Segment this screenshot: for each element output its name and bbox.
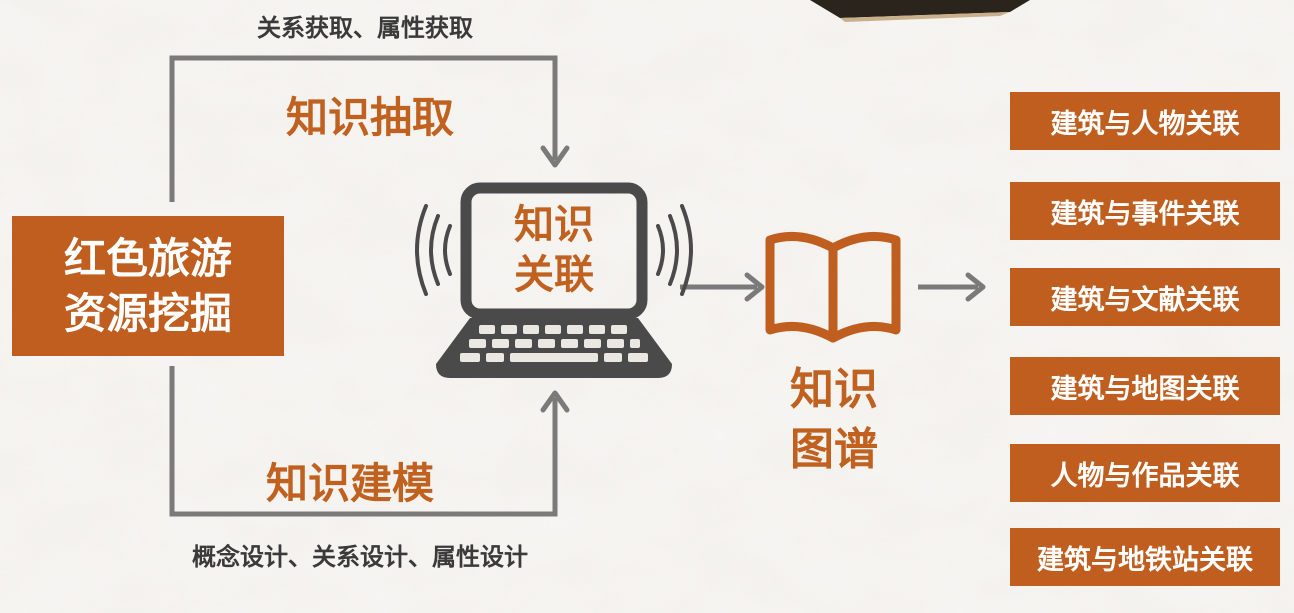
extraction-note: 关系获取、属性获取: [257, 14, 473, 42]
knowledge-graph-label: 知识 图谱: [772, 360, 896, 480]
book-edge-decoration: [810, 0, 1030, 18]
association-item: 建筑与地图关联: [1010, 357, 1280, 415]
kg-line-2: 图谱: [790, 424, 878, 475]
knowledge-extraction-label: 知识抽取: [286, 93, 455, 142]
laptop-icon: [436, 182, 672, 378]
extraction-connector: [169, 55, 558, 202]
modeling-connector: [169, 366, 558, 517]
kg-line-1: 知识: [790, 364, 878, 415]
modeling-note: 概念设计、关系设计、属性设计: [192, 543, 528, 571]
arrow-icon: [540, 145, 570, 168]
arrow-icon: [744, 272, 765, 302]
knowledge-linking-label: 知识 关联: [486, 200, 622, 300]
source-line-2: 资源挖掘: [63, 289, 232, 338]
arrow-icon: [540, 390, 570, 413]
linking-line-1: 知识: [514, 202, 594, 248]
arrow-icon: [965, 272, 986, 302]
red-tourism-resource-box: 红色旅游 资源挖掘: [12, 216, 284, 356]
linking-line-2: 关联: [514, 252, 594, 298]
association-item: 建筑与事件关联: [1010, 182, 1280, 240]
signal-waves-icon: [415, 204, 693, 296]
association-item: 建筑与文献关联: [1010, 268, 1280, 326]
open-book-icon: [765, 231, 901, 343]
association-item: 建筑与人物关联: [1010, 92, 1280, 150]
association-item: 人物与作品关联: [1010, 444, 1280, 502]
association-item: 建筑与地铁站关联: [1010, 528, 1280, 586]
source-line-1: 红色旅游: [63, 234, 232, 283]
knowledge-modeling-label: 知识建模: [266, 459, 435, 508]
